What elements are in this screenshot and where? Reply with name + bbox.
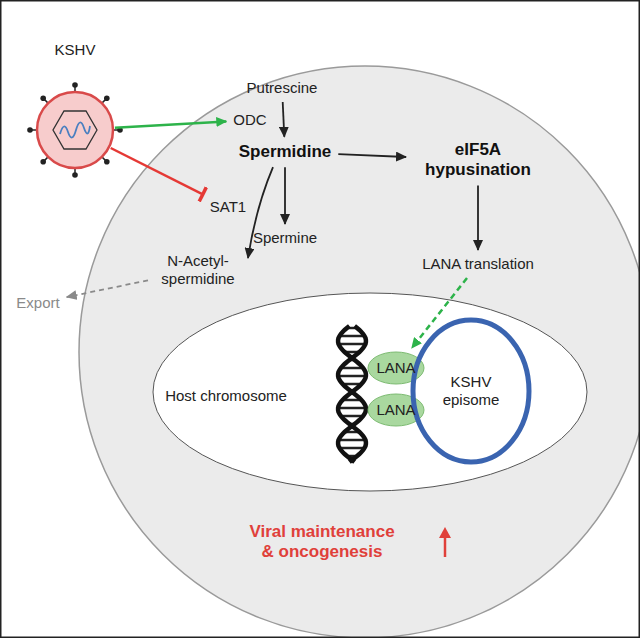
- virus-particle: KSHV: [27, 82, 123, 178]
- node-text: N-Acetyl- spermidine: [155, 252, 241, 288]
- node-text: Export: [16, 294, 59, 312]
- node-text: LANA: [376, 401, 415, 419]
- node-text: Host chromosome: [165, 387, 287, 405]
- export-label: Export: [12, 292, 63, 314]
- up-arrow-head: [439, 527, 451, 538]
- process-label: LANA translation: [418, 253, 538, 275]
- node-text: LANA translation: [422, 255, 534, 273]
- episome-ring: KSHV episome: [410, 317, 532, 465]
- node-text: Spermine: [253, 229, 317, 247]
- arrow-connector: [477, 185, 479, 250]
- metabolite-label: Spermidine: [235, 140, 336, 164]
- nucleus-ellipse: Host chromosomeLANALANAKSHV episome: [152, 292, 588, 492]
- node-text: Putrescine: [247, 79, 318, 97]
- arrow-connector: [412, 278, 467, 348]
- node-text: ODC: [233, 111, 266, 129]
- arrow-connector: [248, 167, 273, 258]
- metabolite-label: Putrescine: [243, 77, 322, 99]
- node-text: KSHV episome: [426, 373, 516, 409]
- dna-helix: [330, 324, 374, 464]
- metabolite-label: Spermine: [249, 227, 321, 249]
- virus-illustration: [27, 82, 123, 178]
- cell-circle: Viral maintenance & oncogenesis Putrescin…: [78, 65, 640, 638]
- arrow-connector: [284, 167, 286, 224]
- node-text: Viral maintenance & oncogenesis: [245, 522, 400, 563]
- inhibition-connector: [111, 148, 203, 194]
- enzyme-label: SAT1: [206, 196, 250, 218]
- arrow-connector: [283, 102, 285, 137]
- node-text: Spermidine: [239, 142, 332, 162]
- node-text: LANA: [376, 359, 415, 377]
- arrow-connector: [115, 121, 226, 127]
- process-label: eIF5A hypusination: [409, 138, 547, 183]
- up-arrow-shaft: [444, 536, 447, 557]
- node-text: SAT1: [210, 198, 246, 216]
- arrow-connector: [338, 154, 406, 157]
- metabolite-label: N-Acetyl- spermidine: [151, 250, 245, 290]
- node-text: eIF5A hypusination: [413, 140, 543, 181]
- enzyme-label: ODC: [229, 109, 270, 131]
- node-text: KSHV: [55, 41, 96, 59]
- arrow-connector: [67, 280, 148, 297]
